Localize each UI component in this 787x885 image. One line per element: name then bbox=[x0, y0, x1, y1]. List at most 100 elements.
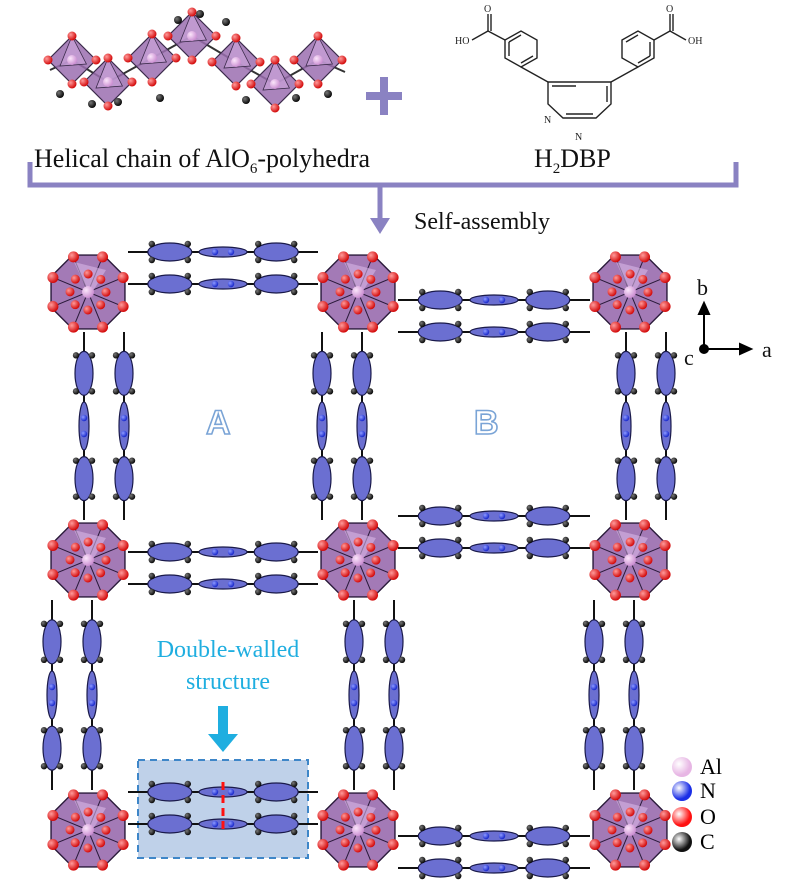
chain-label-suffix: -polyhedra bbox=[257, 144, 370, 173]
o-atom bbox=[246, 79, 256, 89]
c-atom bbox=[112, 352, 120, 359]
n-atom bbox=[590, 699, 598, 707]
c-atom bbox=[291, 256, 298, 264]
c-atom bbox=[291, 828, 298, 836]
al-atom bbox=[67, 55, 77, 65]
c-atom bbox=[670, 388, 678, 395]
c-atom bbox=[342, 656, 350, 663]
al-atom bbox=[624, 286, 636, 298]
o-atom bbox=[367, 321, 379, 333]
o-atom bbox=[659, 839, 671, 851]
legend-dot-c bbox=[672, 832, 692, 852]
c-atom bbox=[342, 763, 350, 770]
o-atom bbox=[612, 568, 622, 578]
o-atom bbox=[65, 825, 75, 835]
benzene-ring bbox=[253, 242, 299, 262]
o-atom bbox=[366, 542, 376, 552]
chain-label-prefix: Helical chain of AlO bbox=[34, 144, 250, 173]
benzene-ring bbox=[344, 725, 364, 771]
c-atom bbox=[255, 572, 262, 580]
n-atom bbox=[498, 512, 506, 520]
benzene-ring bbox=[253, 782, 299, 802]
n-atom bbox=[482, 544, 490, 552]
o-atom bbox=[659, 301, 671, 313]
self-assembly-label: Self-assembly bbox=[414, 209, 550, 235]
o-atom bbox=[371, 287, 381, 297]
pyrimidine-ring bbox=[78, 401, 90, 451]
o-atom bbox=[47, 839, 59, 851]
o-atom bbox=[639, 251, 651, 263]
c-atom bbox=[526, 840, 533, 848]
ligand-label-sub: 2 bbox=[552, 161, 561, 178]
benzene-ring bbox=[82, 725, 102, 771]
c-atom bbox=[255, 556, 262, 564]
o-atom bbox=[337, 589, 349, 601]
o-atom bbox=[337, 859, 349, 871]
c-atom bbox=[614, 352, 622, 359]
o-atom bbox=[70, 812, 80, 822]
c-atom bbox=[598, 656, 606, 663]
o-atom bbox=[70, 300, 80, 310]
c-atom bbox=[382, 656, 390, 663]
c-atom bbox=[326, 352, 334, 359]
annotation-arrow bbox=[208, 706, 238, 752]
c-atom bbox=[88, 388, 96, 395]
benzene-ring bbox=[42, 725, 62, 771]
benzene-ring bbox=[352, 350, 372, 396]
c-atom bbox=[562, 336, 569, 344]
o-atom bbox=[589, 271, 601, 283]
c-atom bbox=[148, 556, 155, 564]
c-atom bbox=[184, 540, 191, 548]
o-atom bbox=[625, 305, 635, 315]
o-atom bbox=[366, 812, 376, 822]
alo6-polyhedron bbox=[79, 53, 137, 111]
c-atom bbox=[326, 457, 334, 464]
o-atom bbox=[231, 81, 241, 91]
o-atom bbox=[643, 825, 653, 835]
o-atom bbox=[70, 568, 80, 578]
pyrimidine-ring bbox=[628, 670, 640, 720]
c-atom bbox=[419, 320, 426, 328]
o-atom bbox=[67, 31, 77, 41]
n-atom bbox=[498, 296, 506, 304]
c-atom bbox=[419, 536, 426, 544]
c-atom bbox=[366, 388, 374, 395]
c-atom bbox=[148, 288, 155, 296]
c-atom bbox=[562, 288, 569, 296]
o-atom bbox=[366, 300, 376, 310]
o-atom bbox=[47, 539, 59, 551]
pyrimidine-ring bbox=[198, 578, 248, 590]
n-atom bbox=[662, 414, 670, 422]
polyhedron-facet bbox=[223, 37, 252, 69]
c-atom bbox=[455, 872, 462, 880]
c-atom bbox=[398, 727, 406, 734]
o-atom bbox=[65, 555, 75, 565]
c-atom bbox=[455, 552, 462, 560]
pyrimidine-ring bbox=[469, 294, 519, 306]
benzene-ring bbox=[147, 542, 193, 562]
o-atom bbox=[371, 555, 381, 565]
o-atom bbox=[638, 812, 648, 822]
c-atom bbox=[419, 872, 426, 880]
c-atom bbox=[622, 620, 630, 627]
o-atom bbox=[70, 542, 80, 552]
c-atom bbox=[526, 552, 533, 560]
c-atom bbox=[382, 763, 390, 770]
n-atom bbox=[482, 512, 490, 520]
c-atom bbox=[382, 727, 390, 734]
c-atom bbox=[670, 457, 678, 464]
al-atom bbox=[352, 286, 364, 298]
c-atom bbox=[222, 18, 230, 26]
c-atom bbox=[526, 304, 533, 312]
legend-label-n: N bbox=[700, 778, 716, 803]
annotation-line1: Double-walled bbox=[156, 637, 300, 663]
c-atom bbox=[598, 727, 606, 734]
c-atom bbox=[88, 493, 96, 500]
n-atom bbox=[630, 683, 638, 691]
c-atom bbox=[358, 763, 366, 770]
c-atom bbox=[638, 656, 646, 663]
o-atom bbox=[117, 271, 129, 283]
c-atom bbox=[398, 656, 406, 663]
ligand-o-left: O bbox=[484, 4, 491, 15]
c-atom bbox=[310, 493, 318, 500]
